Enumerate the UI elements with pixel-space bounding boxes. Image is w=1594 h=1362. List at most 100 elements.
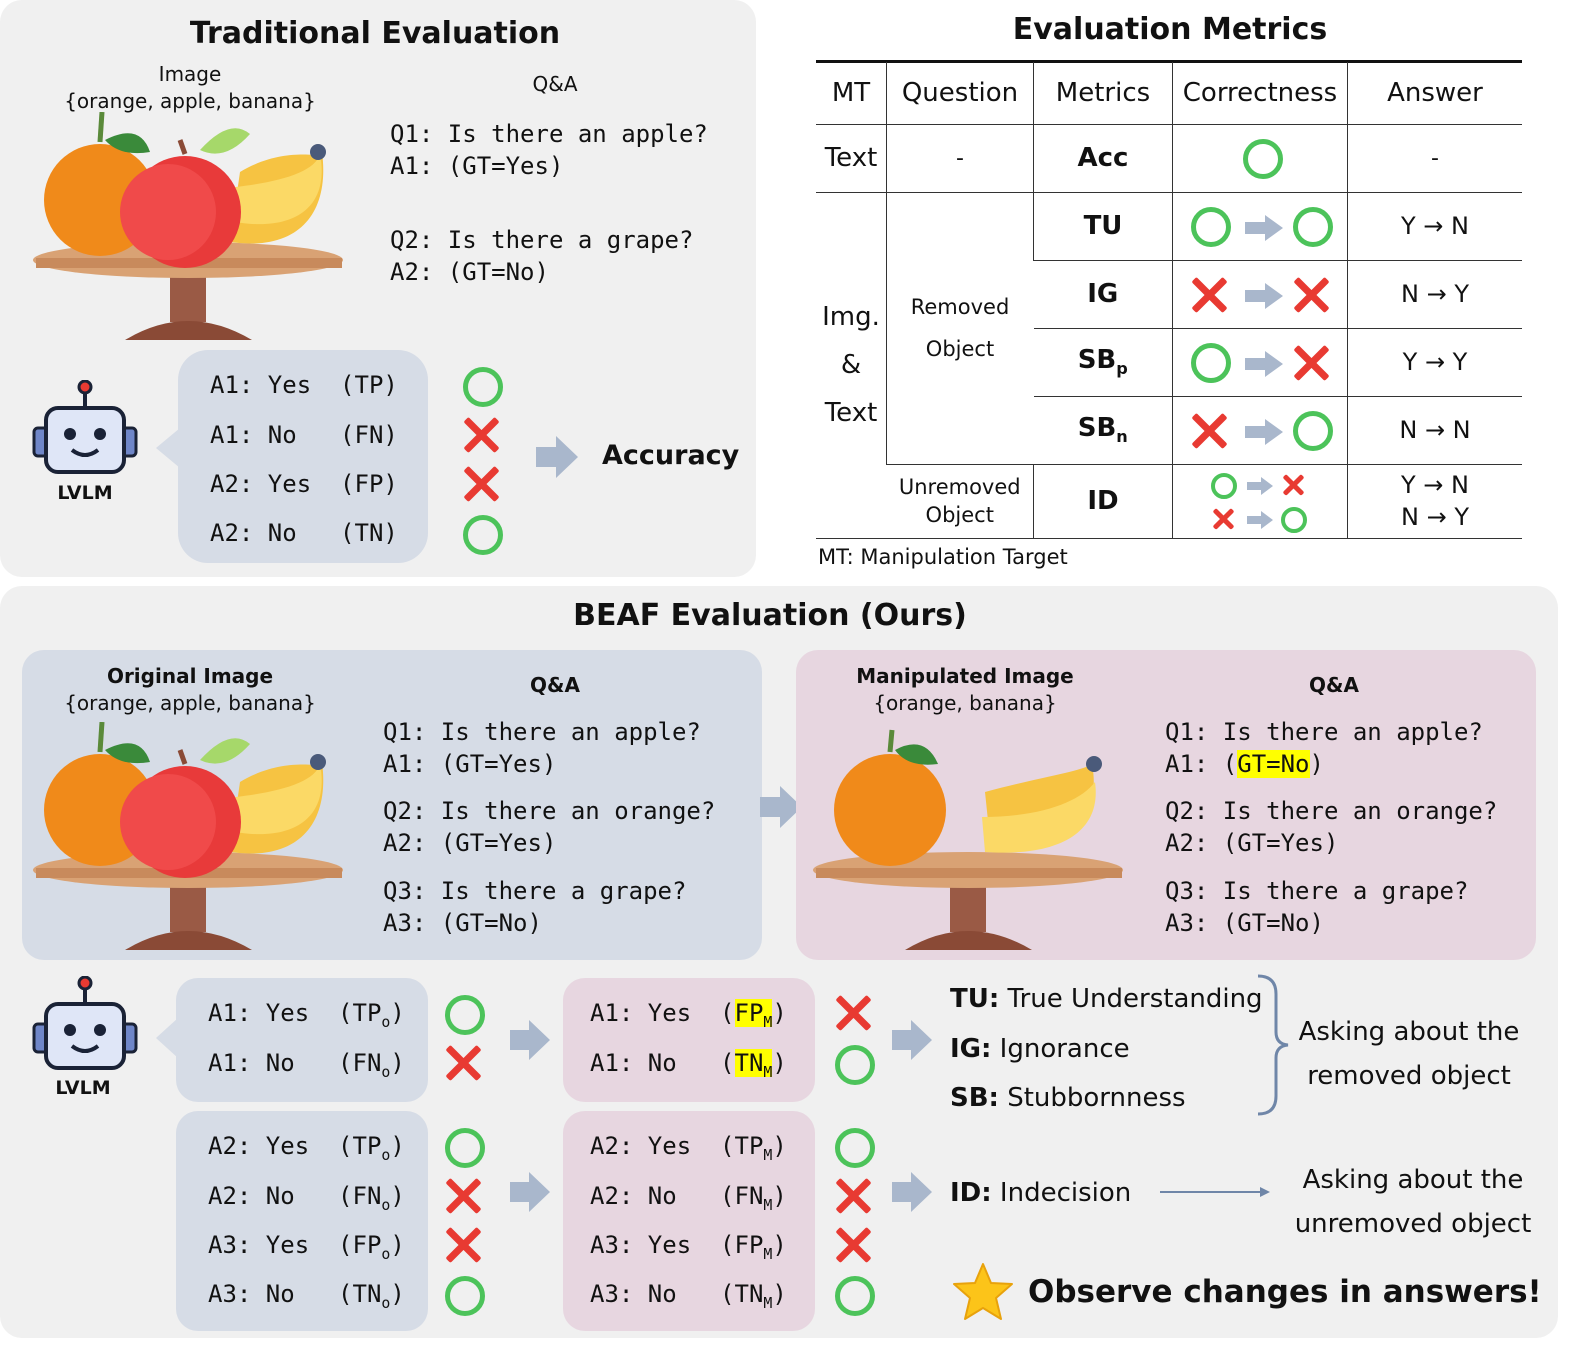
answer-tag: FPo bbox=[353, 1231, 391, 1263]
answer-prefix: A3: No ( bbox=[590, 1280, 735, 1308]
metric-ig: IG bbox=[1033, 260, 1173, 329]
original-qa-line: A2: (GT=Yes) bbox=[383, 829, 557, 857]
answer-tag-sub: M bbox=[763, 1195, 773, 1214]
arrow-icon bbox=[510, 1172, 550, 1212]
answer-line: A1: Yes (FPM) bbox=[590, 999, 787, 1031]
removed-word: Removed bbox=[910, 295, 1010, 319]
object-word: Object bbox=[925, 503, 994, 527]
correct-icon bbox=[1293, 206, 1333, 247]
wrong-icon bbox=[1211, 507, 1235, 531]
answer-suffix: ) bbox=[390, 1132, 405, 1160]
answer-tag: TPo bbox=[352, 999, 391, 1031]
answer-line: A2: No (FNo) bbox=[208, 1182, 405, 1214]
correct-icon bbox=[463, 515, 503, 555]
answer-ig: N → Y bbox=[1347, 260, 1522, 329]
original-image-objects: {orange, apple, banana} bbox=[64, 691, 316, 715]
manipulated-qa-line: Q2: Is there an orange? bbox=[1165, 797, 1498, 825]
answer-tag-sub: M bbox=[763, 1293, 773, 1312]
correctness-sbn bbox=[1172, 396, 1348, 465]
answer-tag: FPM bbox=[734, 999, 773, 1031]
answer-suffix: ) bbox=[390, 1280, 405, 1308]
answer-tag: TNM bbox=[735, 1280, 773, 1312]
answer-line: A2: No (FNM) bbox=[590, 1182, 787, 1214]
traditional-answer-bubble bbox=[178, 350, 428, 563]
pointer-arrow bbox=[1160, 1187, 1270, 1197]
answer-tag-sub: M bbox=[763, 1012, 773, 1031]
question-removed: Removed Object bbox=[886, 192, 1034, 465]
answer-tag-sub: M bbox=[763, 1145, 773, 1164]
answer-tag-text: FN bbox=[352, 1182, 382, 1210]
manipulated-qa-label: Q&A bbox=[1309, 673, 1359, 697]
answer-line: A1: No (FNo) bbox=[208, 1049, 405, 1081]
accuracy-label: Accuracy bbox=[602, 440, 740, 471]
answer-suffix: ) bbox=[772, 1049, 787, 1077]
metric-tu: TU bbox=[1033, 192, 1173, 261]
original-qa-label: Q&A bbox=[530, 673, 580, 697]
answer-prefix: A2: No ( bbox=[590, 1182, 735, 1210]
answer-tag: TNo bbox=[353, 1280, 391, 1312]
traditional-q2: Q2: Is there a grape? bbox=[390, 226, 694, 254]
original-qa-line: Q1: Is there an apple? bbox=[383, 718, 701, 746]
mt-text2: Text bbox=[824, 398, 878, 428]
metric-id: ID bbox=[1033, 464, 1173, 539]
manip-answer-box-a23 bbox=[563, 1111, 815, 1331]
answer-tag-text: FN bbox=[734, 1182, 764, 1210]
correct-icon bbox=[445, 1276, 485, 1316]
traditional-image-label: Image bbox=[158, 62, 222, 86]
answer-tag-sub: M bbox=[763, 1062, 773, 1081]
answer-line: A2: Yes (FP) bbox=[210, 470, 398, 498]
lvlm-label: LVLM bbox=[57, 482, 113, 504]
answer-id-2: N → Y bbox=[1401, 503, 1469, 531]
answer-tag-text: FN bbox=[352, 1049, 382, 1077]
answer-tag-sub: o bbox=[381, 1244, 391, 1263]
traditional-title: Traditional Evaluation bbox=[189, 16, 561, 51]
manip-q1: Q1: Is there an apple? bbox=[1165, 718, 1483, 746]
manip-a1: A1: (GT=No) bbox=[1165, 750, 1324, 778]
wrong-icon bbox=[1189, 411, 1229, 451]
correct-icon bbox=[835, 1276, 875, 1316]
answer-dash: - bbox=[1347, 124, 1522, 193]
traditional-a2: A2: (GT=No) bbox=[390, 258, 549, 286]
answer-suffix: ) bbox=[772, 1182, 787, 1210]
metrics-table: MT Question Metrics Correctness Answer T… bbox=[816, 62, 1522, 539]
answer-suffix: ) bbox=[390, 999, 405, 1027]
def-ig: IG: Ignorance bbox=[950, 1034, 1130, 1064]
answer-tag: TNM bbox=[734, 1049, 773, 1081]
wrong-icon bbox=[833, 1225, 873, 1265]
bubble-tail bbox=[156, 1018, 178, 1058]
def-id: ID: Indecision bbox=[950, 1178, 1132, 1208]
arrow-icon bbox=[1245, 350, 1283, 377]
answer-line: A1: Yes (TPo) bbox=[208, 999, 405, 1031]
answer-prefix: A3: No ( bbox=[208, 1280, 353, 1308]
bubble-tail bbox=[156, 428, 180, 468]
answer-suffix: ) bbox=[390, 1182, 405, 1210]
correctness-tu bbox=[1172, 192, 1348, 261]
answer-tag: TPo bbox=[353, 1132, 391, 1164]
answer-line: A3: Yes (FPo) bbox=[208, 1231, 405, 1263]
wrong-icon bbox=[443, 1176, 483, 1216]
object-word: Object bbox=[925, 337, 995, 361]
answer-tag-sub: o bbox=[381, 1012, 391, 1031]
metric-acc: Acc bbox=[1033, 124, 1173, 193]
star-icon bbox=[953, 1263, 1013, 1320]
highlight-gt-no: GT=No bbox=[1237, 750, 1310, 778]
wrong-icon bbox=[1291, 275, 1331, 315]
correctness-acc bbox=[1172, 124, 1348, 193]
answer-line: A3: Yes (FPM) bbox=[590, 1231, 787, 1263]
answer-prefix: A2: Yes ( bbox=[590, 1132, 735, 1160]
orig-answer-box-a23 bbox=[176, 1111, 428, 1331]
correct-icon bbox=[445, 1128, 485, 1168]
question-dash: - bbox=[886, 124, 1034, 193]
answer-tag-text: TP bbox=[352, 999, 382, 1027]
answer-line: A2: No (TN) bbox=[210, 519, 398, 547]
answer-suffix: ) bbox=[772, 999, 787, 1027]
header-correctness: Correctness bbox=[1172, 62, 1348, 125]
correct-icon bbox=[463, 367, 503, 407]
answer-line: A1: No (TNM) bbox=[590, 1049, 787, 1081]
orig-answer-box-a1 bbox=[176, 978, 428, 1102]
answer-tag-sub: M bbox=[763, 1244, 773, 1263]
wrong-icon bbox=[1291, 343, 1331, 383]
wrong-icon bbox=[461, 415, 501, 455]
metrics-footnote: MT: Manipulation Target bbox=[818, 545, 1068, 569]
lvlm-label: LVLM bbox=[55, 1077, 111, 1099]
